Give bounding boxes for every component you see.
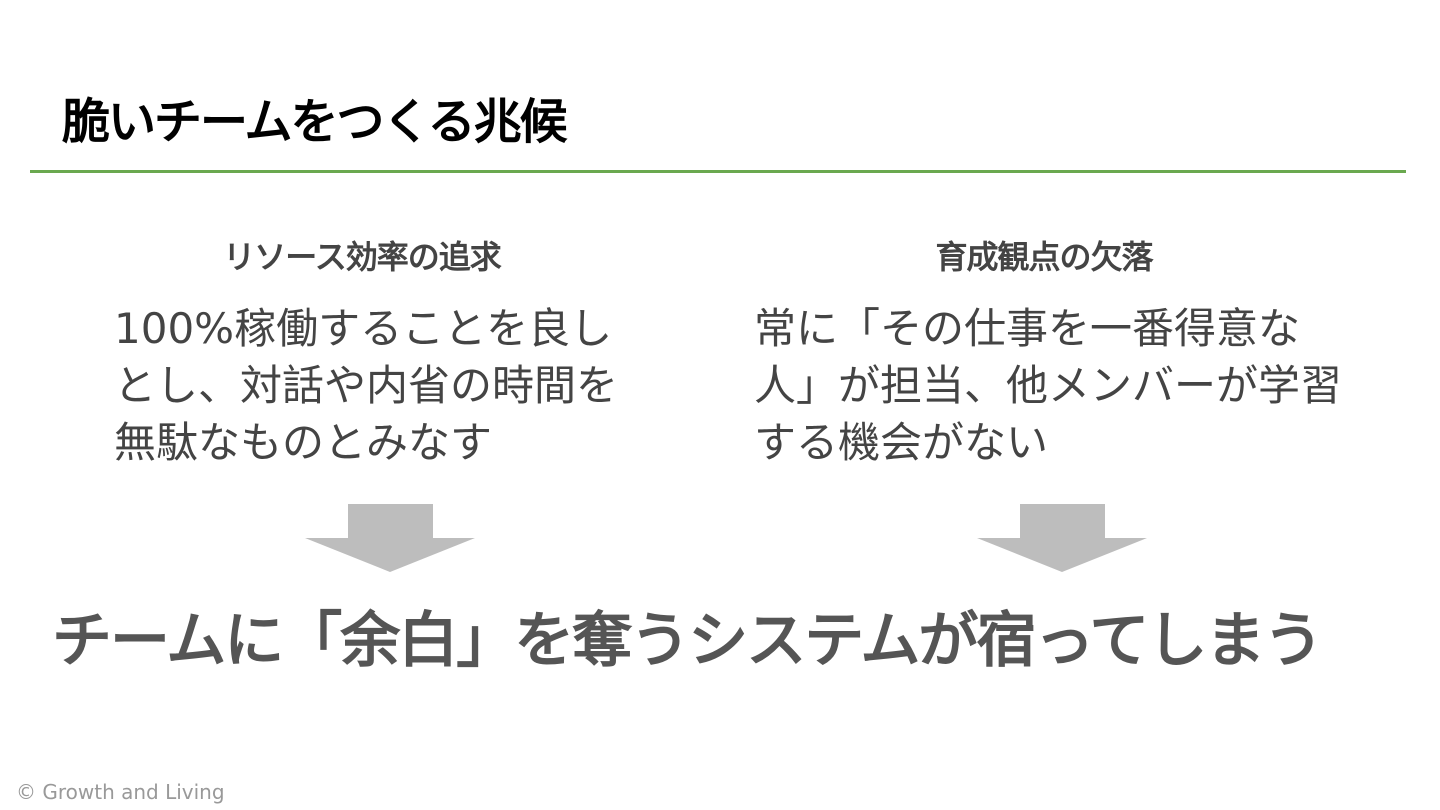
left-column-heading: リソース効率の追求	[223, 238, 501, 276]
left-column: リソース効率の追求 100%稼働することを良しとし、対話や内省の時間を無駄なもの…	[82, 232, 642, 471]
left-column-body: 100%稼働することを良しとし、対話や内省の時間を無駄なものとみなす	[114, 304, 619, 467]
down-arrow-icon	[305, 504, 475, 572]
title-divider	[30, 170, 1406, 173]
slide-title: 脆いチームをつくる兆候	[62, 94, 568, 150]
right-column: 育成観点の欠落 常に「その仕事を一番得意な人」が担当、他メンバーが学習する機会が…	[754, 232, 1342, 471]
right-column-body: 常に「その仕事を一番得意な人」が担当、他メンバーが学習する機会がない	[754, 304, 1343, 467]
right-column-heading: 育成観点の欠落	[935, 238, 1153, 276]
copyright-footer: © Growth and Living	[16, 780, 225, 804]
down-arrow-icon	[977, 504, 1147, 572]
conclusion-statement: チームに「余白」を奪うシステムが宿ってしまう	[52, 606, 1323, 676]
